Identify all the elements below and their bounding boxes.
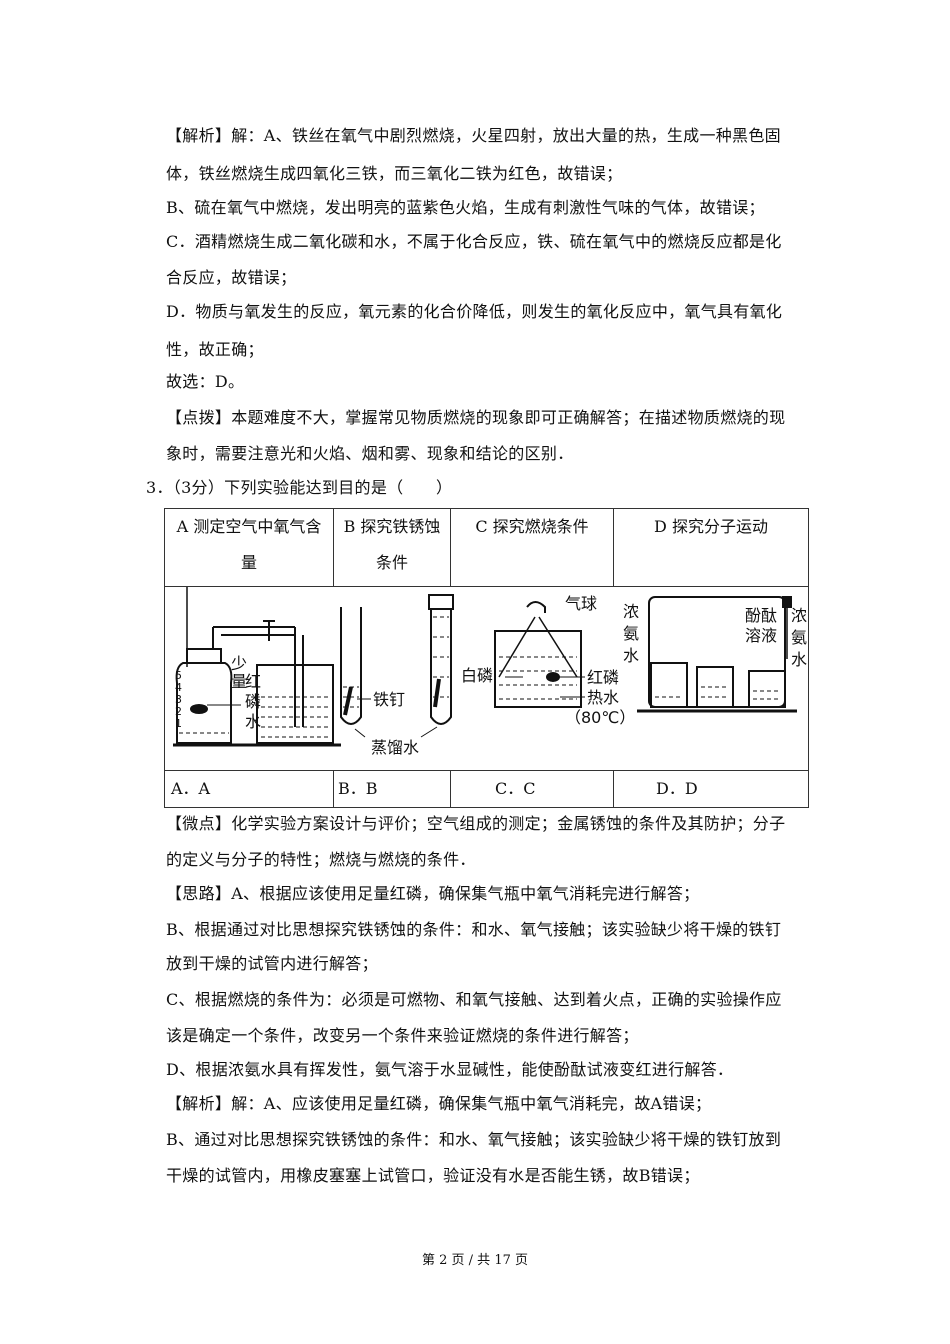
question-stem: 3．（3分）下列实验能达到目的是（ ） [146, 478, 453, 497]
option-a: A．A [164, 770, 334, 808]
text-line: D、根据浓氨水具有挥发性，氨气溶于水显碱性，能使酚酞试液变红进行解答． [166, 1060, 734, 1079]
label-conc2-2: 氨 [791, 628, 807, 647]
header-c: C 探究燃烧条件 [450, 508, 614, 587]
text-line: 故选：D。 [166, 372, 245, 391]
label-phos: 磷 [245, 692, 261, 711]
label-amount: 量 [231, 672, 247, 691]
header-b: B 探究铁锈蚀 条件 [333, 508, 451, 587]
scale-5: 5 [175, 669, 182, 682]
text-line: 放到干燥的试管内进行解答； [166, 954, 378, 973]
text-line: C、根据燃烧的条件为：必须是可燃物、和氧气接触、达到着火点，正确的实验操作应 [166, 990, 782, 1009]
text-line: B、通过对比思想探究铁锈蚀的条件：和水、氧气接触；该实验缺少将干燥的铁钉放到 [166, 1130, 782, 1149]
text-line: 的定义与分子的特性；燃烧与燃烧的条件． [166, 850, 476, 869]
text-line: D．物质与氧发生的反应，氧元素的化合价降低，则发生的氧化反应中，氧气具有氧化 [166, 302, 783, 321]
header-b-line1: B 探究铁锈蚀 [343, 517, 441, 536]
header-a-line1: A 测定空气中氧气含 [176, 517, 322, 536]
label-hot-water: 热水 [587, 688, 619, 707]
text-line: 该是确定一个条件，改变另一个条件来验证燃烧的条件进行解答； [166, 1026, 639, 1045]
text-line: 体，铁丝燃烧生成四氧化三铁，而三氧化二铁为红色，故错误； [166, 164, 623, 183]
label-conc-2: 氨 [623, 624, 639, 643]
text-line: 【微点】化学实验方案设计与评价；空气组成的测定；金属锈蚀的条件及其防护；分子 [166, 814, 786, 833]
option-b: B．B [333, 770, 451, 808]
label-distilled: 蒸馏水 [371, 738, 419, 757]
text-line: 【解析】解：A、应该使用足量红磷，确保集气瓶中氧气消耗完，故A错误； [166, 1094, 712, 1113]
label-phen-1: 酚酞 [745, 606, 777, 625]
header-a-line2: 量 [240, 553, 257, 572]
experiment-table: A 测定空气中氧气含 量 B 探究铁锈蚀 条件 C 探究燃烧条件 D 探究分子运… [164, 508, 809, 808]
text-line: 【解析】解：A、铁丝在氧气中剧烈燃烧，火星四射，放出大量的热，生成一种黑色固 [166, 126, 781, 145]
text-line: 干燥的试管内，用橡皮塞塞上试管口，验证没有水是否能生锈，故B错误； [166, 1166, 700, 1185]
scale-4: 4 [175, 681, 182, 694]
label-conc2-1: 浓 [791, 606, 807, 625]
text-line: 【点拨】本题难度不大，掌握常见物质燃烧的现象即可正确解答；在描述物质燃烧的现 [166, 408, 786, 427]
label-phen-2: 溶液 [745, 626, 777, 645]
label-balloon: 气球 [565, 594, 597, 613]
text-line: 合反应，故错误； [166, 268, 297, 287]
option-d: D．D [613, 770, 809, 808]
apparatus-figure: 5 4 3 2 1 少 量 红 磷 水 铁钉 蒸馏水 气球 白磷 红磷 热水 （ [173, 587, 807, 757]
scale-1: 1 [175, 717, 182, 730]
text-line: 【思路】A、根据应该使用足量红磷，确保集气瓶中氧气消耗完进行解答； [166, 884, 700, 903]
label-conc-3: 水 [623, 646, 639, 665]
scale-2: 2 [175, 705, 182, 718]
page-footer: 第 2 页 / 共 17 页 [422, 1253, 528, 1268]
text-line: C．酒精燃烧生成二氧化碳和水，不属于化合反应，铁、硫在氧气中的燃烧反应都是化 [166, 232, 782, 251]
figure-cell: 5 4 3 2 1 少 量 红 磷 水 铁钉 蒸馏水 气球 白磷 红磷 热水 （ [164, 586, 809, 771]
text-line: 性，故正确； [166, 340, 264, 359]
text-line: B、根据通过对比思想探究铁锈蚀的条件：和水、氧气接触；该实验缺少将干燥的铁钉 [166, 920, 782, 939]
text-line: 象时，需要注意光和火焰、烟和雾、现象和结论的区别． [166, 444, 574, 463]
header-d: D 探究分子运动 [613, 508, 809, 587]
label-red-phos: 红磷 [587, 668, 619, 687]
header-a: A 测定空气中氧气含 量 [164, 508, 334, 587]
label-water: 水 [245, 712, 261, 731]
header-b-line2: 条件 [375, 553, 408, 572]
label-white-phos: 白磷 [461, 666, 493, 685]
label-conc2-3: 水 [791, 650, 807, 669]
text-line: B、硫在氧气中燃烧，发出明亮的蓝紫色火焰，生成有刺激性气味的气体，故错误； [166, 198, 765, 217]
label-temp: （80℃） [565, 708, 635, 727]
label-red: 红 [245, 672, 261, 691]
scale-3: 3 [175, 693, 182, 706]
label-conc-1: 浓 [623, 602, 639, 621]
option-c: C．C [450, 770, 614, 808]
header-c-line1: C 探究燃烧条件 [475, 517, 589, 536]
header-d-line1: D 探究分子运动 [654, 517, 768, 536]
label-nail: 铁钉 [373, 690, 405, 709]
label-less: 少 [231, 654, 247, 673]
